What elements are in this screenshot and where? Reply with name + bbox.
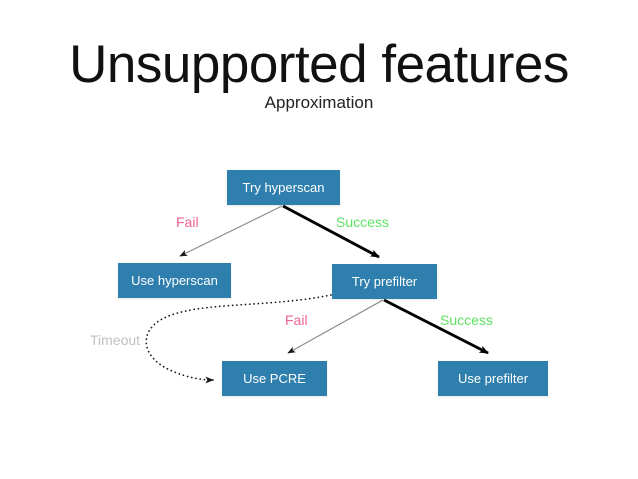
edge-label-fail-lower: Fail [285,312,308,328]
page-subtitle: Approximation [264,93,374,112]
node-use-pcre[interactable]: Use PCRE [222,361,327,396]
edge-label-timeout: Timeout [90,332,141,348]
node-try-prefilter[interactable]: Try prefilter [332,264,437,299]
node-use-prefilter[interactable]: Use prefilter [438,361,548,396]
page-title: Unsupported features [69,35,569,94]
edge-label-success-upper: Success [336,214,389,230]
edge-label-fail-upper: Fail [176,214,199,230]
node-use-hyperscan[interactable]: Use hyperscan [118,263,231,298]
node-try-hyperscan[interactable]: Try hyperscan [227,170,340,205]
edge-label-success-lower: Success [440,312,493,328]
